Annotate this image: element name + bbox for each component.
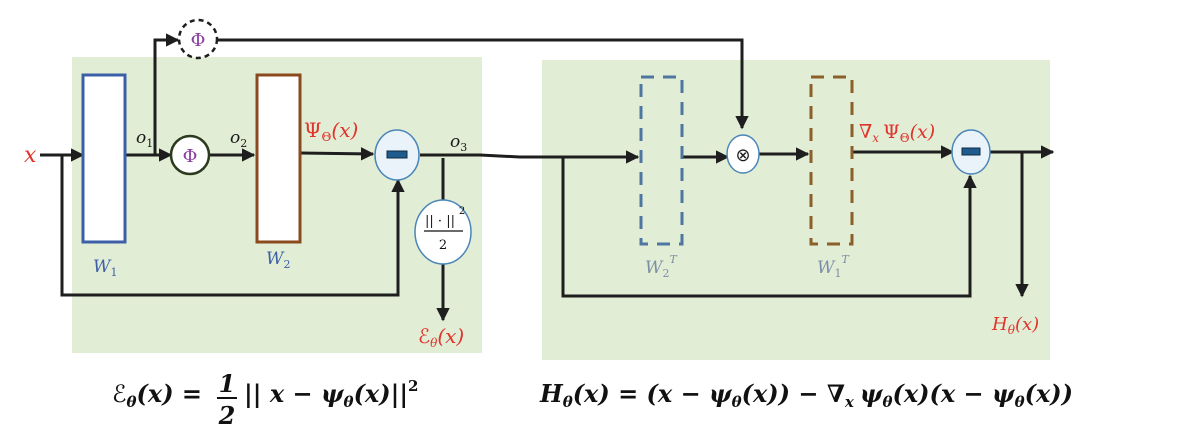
w2-label: W2 <box>266 249 290 271</box>
decoder-panel <box>542 60 1050 360</box>
phi-label: Φ <box>183 146 198 167</box>
norm-node <box>414 199 472 265</box>
otimes-node <box>726 134 760 174</box>
w2t-label: W2T <box>645 253 678 280</box>
h-output-label: Hθ(x) <box>991 314 1039 337</box>
o2-label: o2 <box>230 128 247 150</box>
w2t-block <box>639 75 684 246</box>
input-label: x <box>24 143 37 168</box>
w1t-label: W1T <box>817 253 850 280</box>
svg-text:1: 1 <box>219 369 236 398</box>
w1-block <box>81 73 127 244</box>
o1-label: o1 <box>136 128 153 150</box>
otimes-label: ⊗ <box>735 145 750 166</box>
w1t-block <box>809 75 854 246</box>
phi-dashed-node <box>177 18 219 60</box>
minus-icon <box>961 147 981 156</box>
svg-text:2: 2 <box>218 401 236 430</box>
phi-node <box>169 134 211 176</box>
psi-output-label: ΨΘ(x) <box>304 118 358 144</box>
svg-text:Hθ(x) = (x − ψθ(x)) − ∇xψθ(x)(: Hθ(x) = (x − ψθ(x)) − ∇xψθ(x)(x − ψθ(x)) <box>539 379 1073 411</box>
svg-text:|| x − ψθ(x)||2: || x − ψθ(x)||2 <box>244 377 418 411</box>
norm-denominator: 2 <box>439 238 447 253</box>
w2-block <box>255 73 302 244</box>
w1-label: W1 <box>93 257 117 279</box>
phi-dashed-label: Φ <box>191 30 206 51</box>
energy-equation: ℰθ(x) = 1 2 || x − ψθ(x)||2 <box>112 369 418 430</box>
svg-text:ℰθ(x) =: ℰθ(x) = <box>112 379 202 411</box>
energy-label: ℰθ(x) <box>418 324 464 350</box>
norm-numerator: || · || <box>425 214 455 229</box>
o3-label: o3 <box>450 132 467 154</box>
norm-sup: 2 <box>459 206 465 217</box>
wires <box>40 33 1055 322</box>
minus-icon <box>386 150 408 159</box>
